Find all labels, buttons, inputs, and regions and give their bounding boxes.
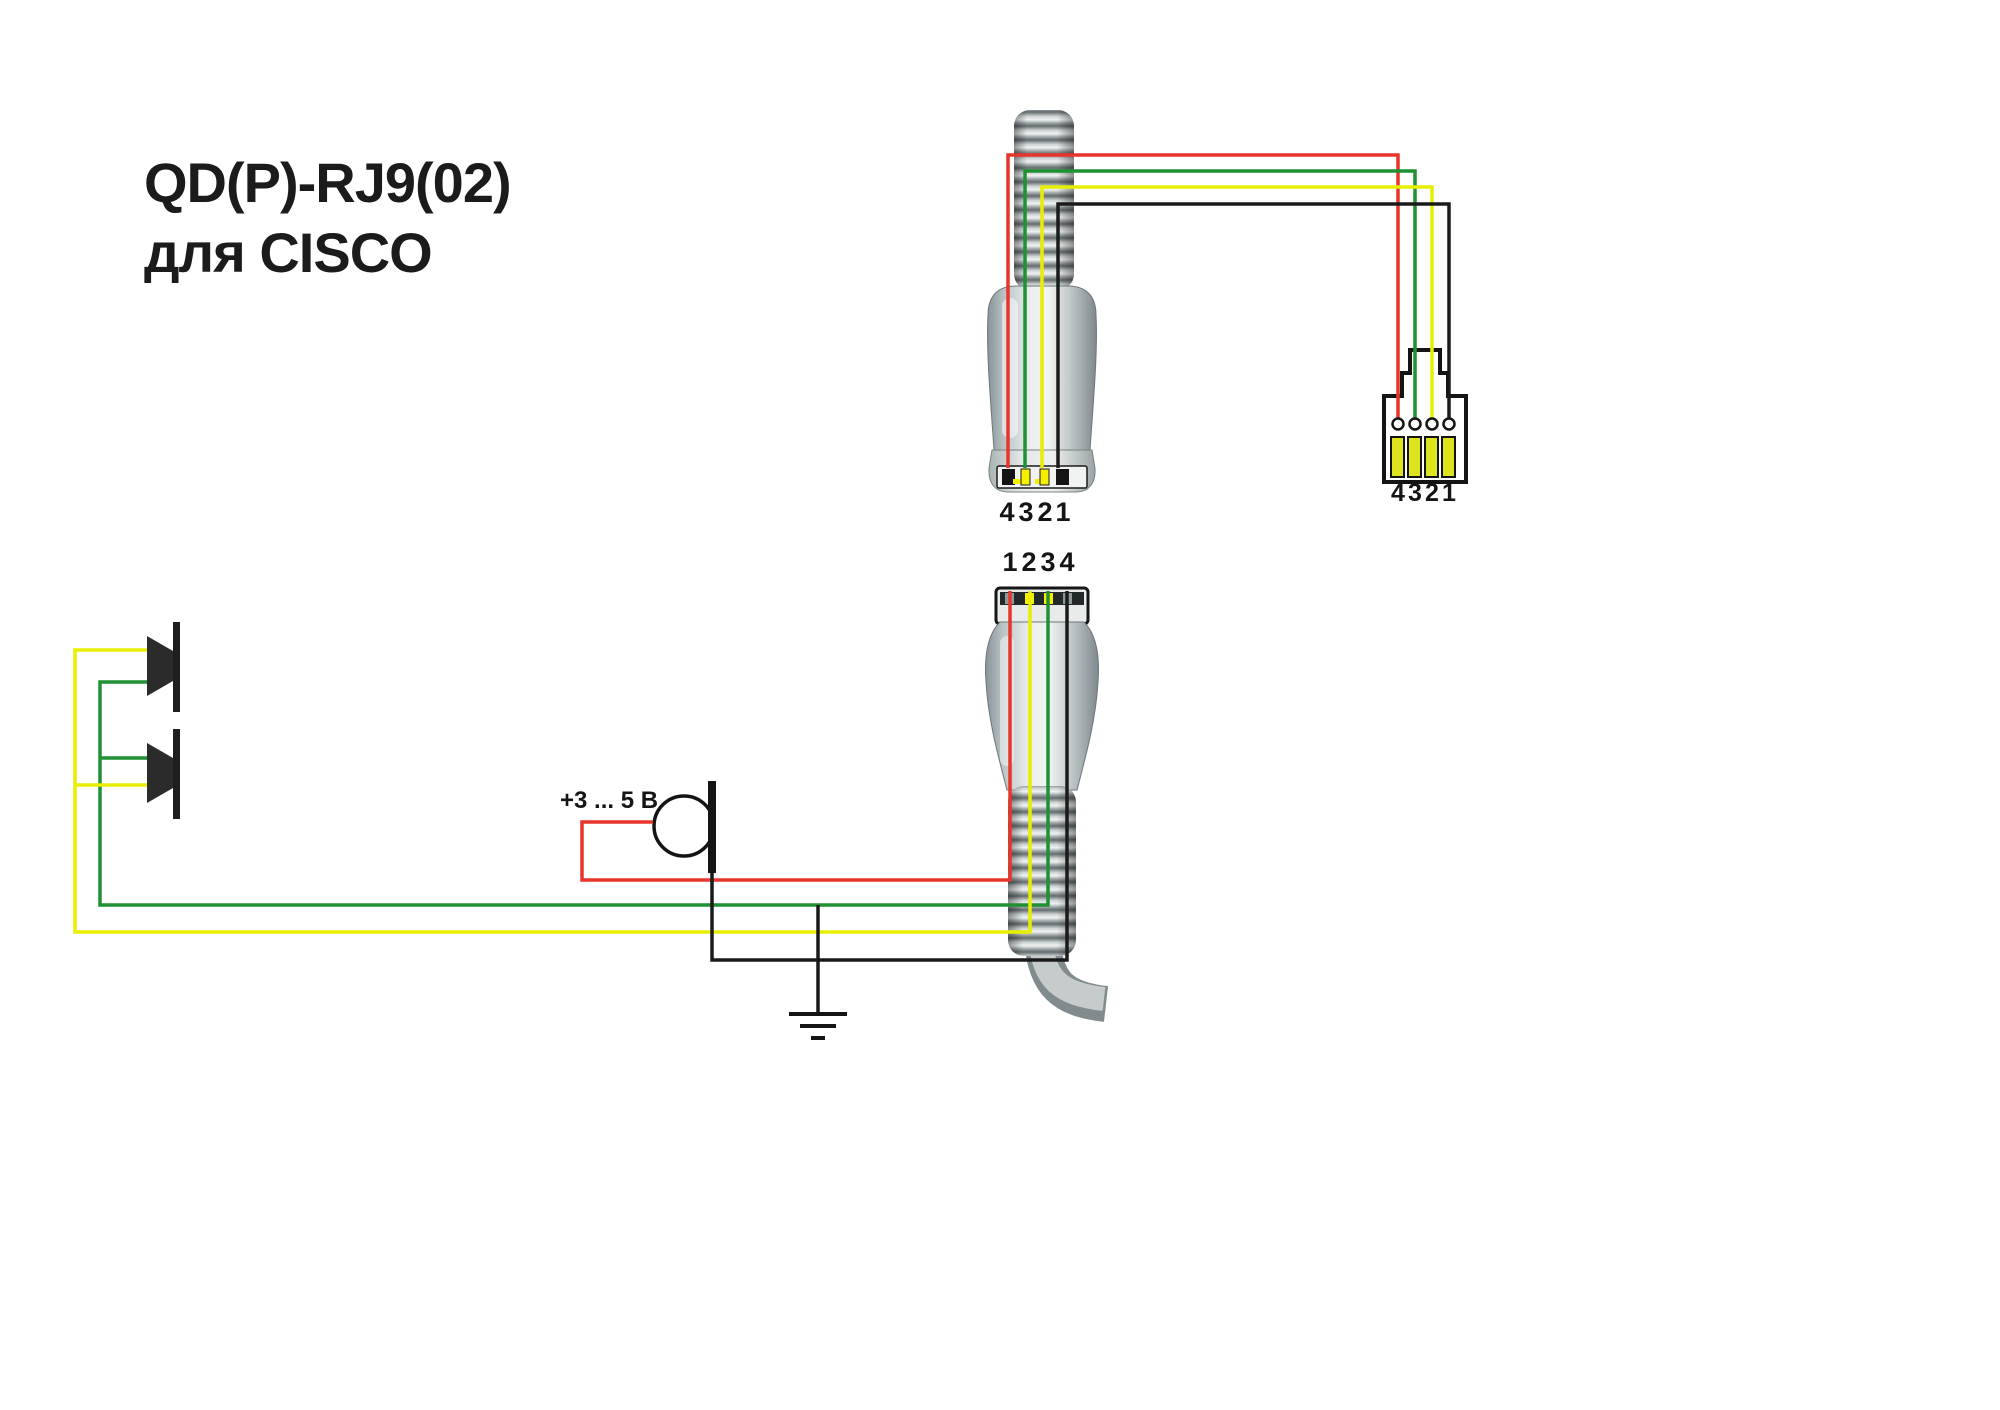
qd-top-contact-slot-4 [1002,469,1015,485]
rj9-latch [1400,348,1450,398]
qd-bottom-pin-label-1: 1 [1002,547,1017,577]
rj9-wire-hole-2 [1425,417,1439,431]
qd-top-pin-label-4: 4 [999,497,1014,527]
diagram-title: QD(P)-RJ9(02) для CISCO [144,148,512,288]
qd-connector-bottom [985,586,1109,1022]
qd-top-pin-label-1: 1 [1055,497,1070,527]
qd-bottom-coil-shading [1008,786,1076,956]
speaker-bottom-baffle [173,729,180,819]
rj9-pin-label-1: 1 [1442,479,1456,507]
qd-bottom-pin-labels: 1 2 3 4 [1002,547,1074,577]
wires-top-section [1006,153,1451,468]
wire-green-top [1023,169,1417,468]
qd-bottom-pin-label-3: 3 [1040,547,1055,577]
mic-voltage-label: +3 ... 5 В [560,787,658,814]
wires-bottom-section [73,591,1069,1014]
qd-bottom-pin-label-4: 4 [1059,547,1074,577]
rj9-wire-hole-3 [1408,417,1422,431]
speaker-top-baffle [173,622,180,712]
qd-top-body-highlight [1002,298,1018,438]
rj9-contacts [1390,417,1456,478]
wire-green-bottom [98,591,1050,907]
qd-bottom-pin-label-2: 2 [1021,547,1036,577]
qd-bottom-body-highlight [1000,636,1014,766]
title-line-1: QD(P)-RJ9(02) [144,151,512,214]
rj9-pin-label-3: 3 [1408,479,1422,507]
microphone [652,781,716,873]
qd-top-pin-label-2: 2 [1037,497,1052,527]
title-line-2: для CISCO [144,221,433,284]
ground-icon [789,1012,847,1040]
wire-red-bottom [580,591,1012,882]
rj9-gold-contact-4 [1390,436,1405,478]
rj9-pin-labels: 4 3 2 1 [1391,479,1456,507]
rj9-gold-contact-2 [1424,436,1439,478]
wire-yellow-bottom [73,591,1032,934]
qd-top-contact-pin-2 [1039,468,1050,486]
wire-black-top [1056,202,1451,468]
qd-bottom-body [985,621,1099,791]
qd-top-pin-labels: 4 3 2 1 [999,497,1070,527]
microphone-membrane [708,781,716,873]
rj9-wire-hole-1 [1442,417,1456,431]
wire-black-bottom [710,591,1069,962]
rj9-gold-contact-3 [1407,436,1422,478]
wire-yellow-top [1040,185,1434,468]
microphone-capsule [652,794,716,858]
speaker-bottom-cone [147,743,173,803]
speaker-top-cone [147,636,173,696]
rj9-pin-label-4: 4 [1391,479,1405,507]
qd-top-contact-slot-1 [1056,469,1069,485]
headset-speakers [147,622,180,819]
qd-top-pin-label-3: 3 [1018,497,1033,527]
wire-red-top [1006,153,1400,468]
qd-top-coil-shading [1014,110,1074,290]
rj9-gold-contact-1 [1441,436,1456,478]
rj9-pin-label-2: 2 [1425,479,1439,507]
rj9-wire-hole-4 [1391,417,1405,431]
qd-top-contact-pin-3 [1020,468,1031,486]
